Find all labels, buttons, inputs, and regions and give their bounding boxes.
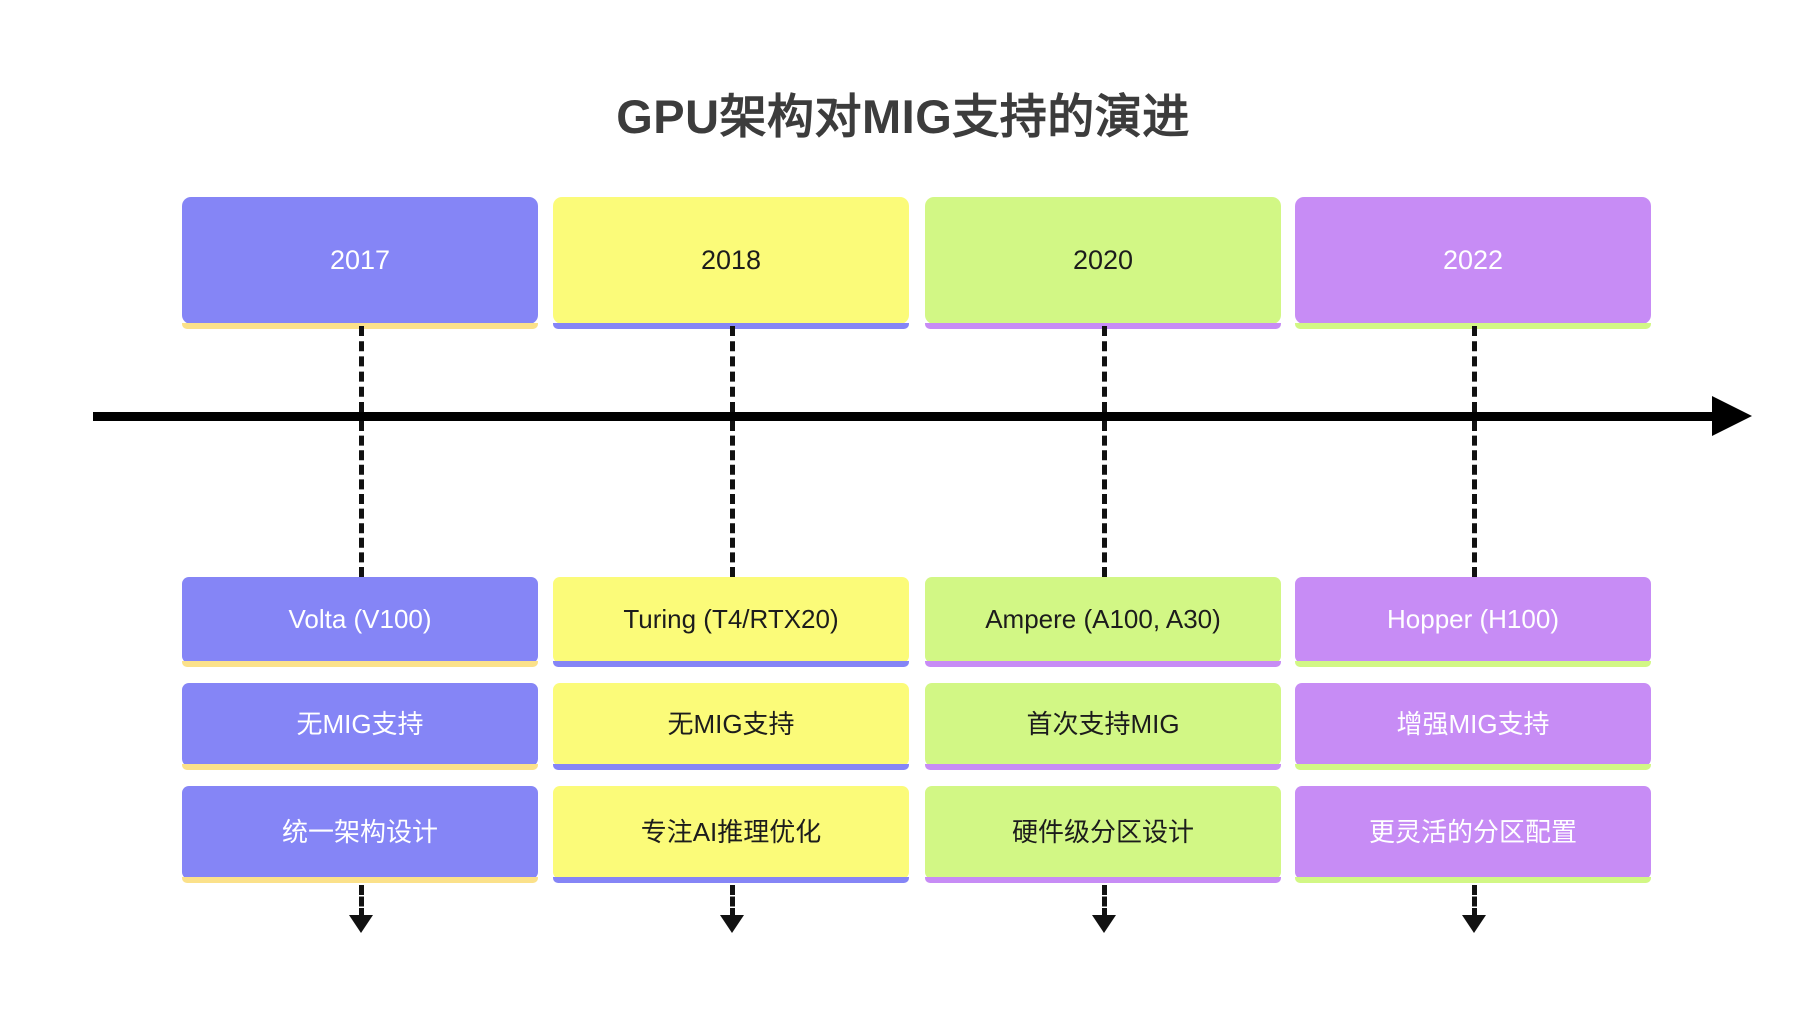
design-note-box[interactable]: 硬件级分区设计 bbox=[925, 786, 1281, 879]
design-note-box-strip bbox=[1295, 877, 1651, 883]
connector-lower-dashed bbox=[1102, 421, 1107, 577]
mig-support-box[interactable]: 无MIG支持 bbox=[182, 683, 538, 766]
architecture-box-strip bbox=[1295, 661, 1651, 667]
page-title: GPU架构对MIG支持的演进 bbox=[616, 90, 1190, 143]
design-note-box[interactable]: 更灵活的分区配置 bbox=[1295, 786, 1651, 879]
mig-support-label: 无MIG支持 bbox=[296, 708, 424, 739]
architecture-label: Turing (T4/RTX20) bbox=[623, 604, 839, 635]
mig-support-box-strip bbox=[1295, 764, 1651, 770]
year-label: 2017 bbox=[329, 245, 391, 276]
design-note-box-strip bbox=[925, 877, 1281, 883]
mig-support-box-strip bbox=[553, 764, 909, 770]
year-label: 2020 bbox=[1072, 245, 1134, 276]
architecture-box-strip bbox=[553, 661, 909, 667]
year-box[interactable]: 2022 bbox=[1295, 197, 1651, 324]
architecture-box-strip bbox=[925, 661, 1281, 667]
architecture-label: Ampere (A100, A30) bbox=[985, 604, 1221, 635]
connector-tail-dashed bbox=[1472, 885, 1477, 918]
mig-support-box-strip bbox=[182, 764, 538, 770]
architecture-box[interactable]: Ampere (A100, A30) bbox=[925, 577, 1281, 663]
mig-support-label: 增强MIG支持 bbox=[1396, 708, 1550, 739]
mig-support-box-strip bbox=[925, 764, 1281, 770]
connector-tail-arrow-icon bbox=[349, 915, 373, 933]
design-note-box-strip bbox=[553, 877, 909, 883]
connector-lower-dashed bbox=[1472, 421, 1477, 577]
connector-tail-arrow-icon bbox=[1462, 915, 1486, 933]
connector-upper-dashed bbox=[1472, 326, 1477, 412]
architecture-box[interactable]: Turing (T4/RTX20) bbox=[553, 577, 909, 663]
timeline-column-2020: 2020 Ampere (A100, A30) 首次支持MIG 硬件级分区设计 bbox=[925, 0, 1281, 1012]
architecture-label: Volta (V100) bbox=[288, 604, 432, 635]
architecture-box-strip bbox=[182, 661, 538, 667]
connector-tail-arrow-icon bbox=[720, 915, 744, 933]
architecture-box[interactable]: Hopper (H100) bbox=[1295, 577, 1651, 663]
design-note-label: 统一架构设计 bbox=[281, 816, 438, 847]
connector-tail-dashed bbox=[1102, 885, 1107, 918]
connector-lower-dashed bbox=[359, 421, 364, 577]
year-label: 2018 bbox=[700, 245, 762, 276]
timeline-column-2018: 2018 Turing (T4/RTX20) 无MIG支持 专注AI推理优化 bbox=[553, 0, 909, 1012]
mig-support-box[interactable]: 增强MIG支持 bbox=[1295, 683, 1651, 766]
timeline-axis-line bbox=[93, 412, 1726, 421]
design-note-label: 硬件级分区设计 bbox=[1011, 816, 1194, 847]
timeline-column-2022: 2022 Hopper (H100) 增强MIG支持 更灵活的分区配置 bbox=[1295, 0, 1651, 1012]
timeline-axis-arrow-icon bbox=[1712, 396, 1752, 436]
design-note-box[interactable]: 统一架构设计 bbox=[182, 786, 538, 879]
year-box[interactable]: 2018 bbox=[553, 197, 909, 324]
mig-support-box[interactable]: 无MIG支持 bbox=[553, 683, 909, 766]
design-note-label: 专注AI推理优化 bbox=[640, 816, 822, 847]
year-box[interactable]: 2017 bbox=[182, 197, 538, 324]
connector-tail-arrow-icon bbox=[1092, 915, 1116, 933]
mig-support-label: 无MIG支持 bbox=[667, 708, 795, 739]
architecture-box[interactable]: Volta (V100) bbox=[182, 577, 538, 663]
connector-upper-dashed bbox=[730, 326, 735, 412]
year-box[interactable]: 2020 bbox=[925, 197, 1281, 324]
mig-support-label: 首次支持MIG bbox=[1026, 708, 1180, 739]
design-note-box[interactable]: 专注AI推理优化 bbox=[553, 786, 909, 879]
timeline-column-2017: 2017 Volta (V100) 无MIG支持 统一架构设计 bbox=[182, 0, 538, 1012]
connector-tail-dashed bbox=[730, 885, 735, 918]
design-note-label: 更灵活的分区配置 bbox=[1368, 816, 1577, 847]
connector-lower-dashed bbox=[730, 421, 735, 577]
architecture-label: Hopper (H100) bbox=[1387, 604, 1559, 635]
connector-upper-dashed bbox=[359, 326, 364, 412]
year-label: 2022 bbox=[1442, 245, 1504, 276]
connector-upper-dashed bbox=[1102, 326, 1107, 412]
connector-tail-dashed bbox=[359, 885, 364, 918]
design-note-box-strip bbox=[182, 877, 538, 883]
mig-support-box[interactable]: 首次支持MIG bbox=[925, 683, 1281, 766]
